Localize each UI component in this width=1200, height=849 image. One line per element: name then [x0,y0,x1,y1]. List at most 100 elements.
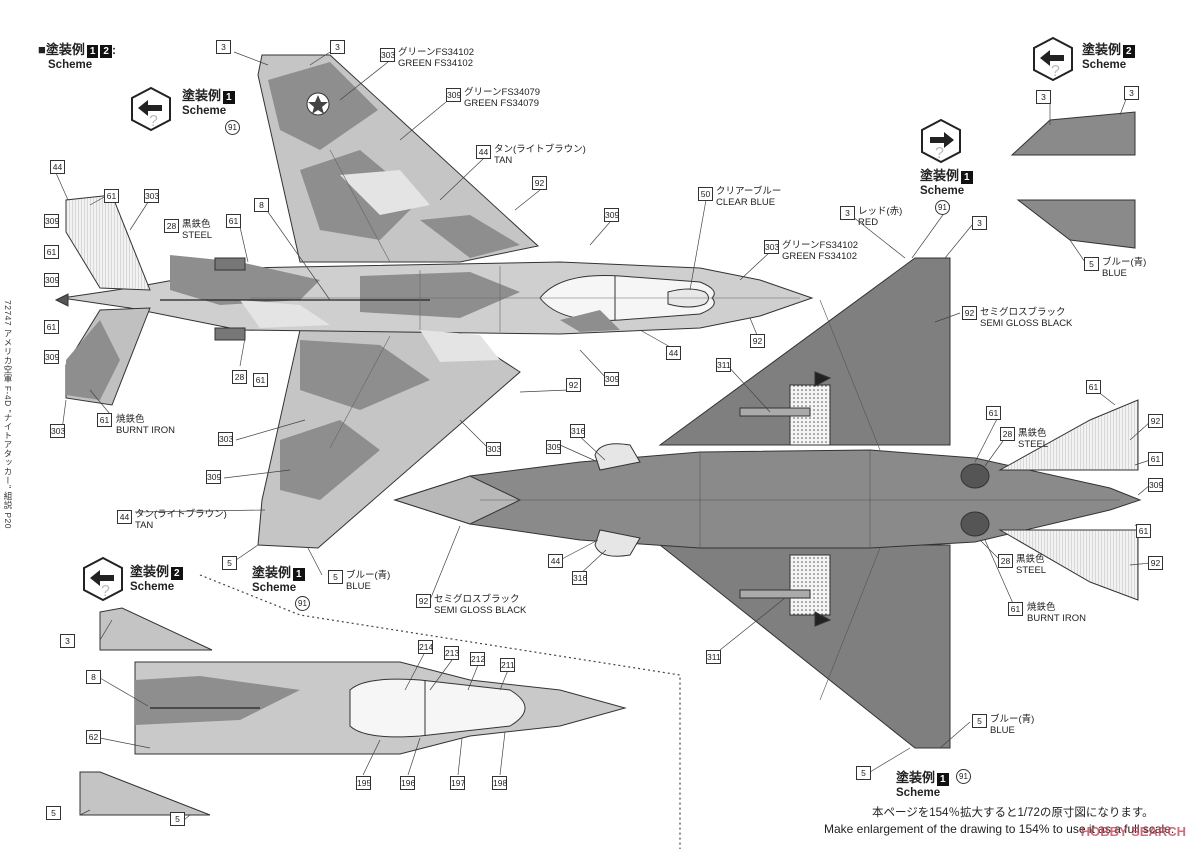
paint-number: 44 [476,145,491,159]
scheme-jp: 塗装例 [130,564,170,579]
part-number: 92 [1148,556,1163,570]
scheme-number: 1 [961,171,973,184]
paint-jp: グリーンFS34079 [464,87,541,98]
paint-jp: ブルー(青) [346,570,391,581]
paint-en: STEEL [182,230,213,241]
paint-number: 5 [328,570,343,584]
part-number: 92 [566,378,581,392]
part-number: 309 [206,470,222,484]
part-number: 92 [1148,414,1163,428]
paint-label: タン(ライトブラウン)TAN [494,144,586,166]
paint-jp: グリーンFS34102 [398,47,475,58]
part-number: 61 [1148,452,1163,466]
watermark: HOBBY SEARCH [1080,824,1186,839]
part-number: 3 [972,216,987,230]
part-number: 28 [232,370,247,384]
paint-label: ブルー(青)BLUE [990,714,1034,736]
leader-lines [55,51,1151,821]
top-view-aircraft [54,54,814,549]
scheme-jp: 塗装例 [1082,42,1122,57]
paint-en: STEEL [1016,565,1047,576]
svg-text:?: ? [149,113,158,130]
part-number: 92 [750,334,765,348]
part-number: 303 [50,424,66,438]
part-number: 303 [218,432,234,446]
scheme-number: 1 [293,568,305,581]
paint-en: BLUE [346,581,371,592]
svg-text:?: ? [935,145,944,162]
ref-circle: 91 [935,200,950,215]
paint-number: 28 [1000,427,1015,441]
scheme-badge-2: 2 [100,45,112,58]
part-number: 309 [44,214,60,228]
part-number: 197 [450,776,466,790]
paint-en: BURNT IRON [116,425,175,436]
footer-note-en: Make enlargement of the drawing to 154% … [824,822,1175,836]
part-number: 309 [604,372,620,386]
paint-jp: タン(ライトブラウン) [494,144,586,155]
paint-number: 92 [416,594,431,608]
part-number: 212 [470,652,486,666]
part-number: 213 [444,646,460,660]
paint-jp: グリーンFS34102 [782,240,859,251]
paint-number: 303 [764,240,780,254]
header-title-jp: ■塗装例 [38,42,85,57]
scheme-number: 1 [937,773,949,786]
paint-label: タン(ライトブラウン)TAN [135,509,227,531]
scheme-number: 2 [1123,45,1135,58]
side-caption: 72747 アメリカ空軍 F-4D "ナイトアタッカー" 組説 P20 [3,300,13,529]
scheme-en: Scheme [920,185,965,197]
paint-jp: ブルー(青) [990,714,1035,725]
header-title-en: Scheme [48,59,93,71]
part-number: 92 [532,176,547,190]
scheme-en: Scheme [130,581,175,593]
part-number: 8 [86,670,101,684]
paint-jp: 黒鉄色 [1018,428,1047,439]
paint-en: SEMI GLOSS BLACK [980,318,1073,329]
scheme-jp: 塗装例 [920,168,960,183]
scheme-badge-1: 1 [86,45,99,58]
part-number: 309 [44,350,60,364]
paint-number: 50 [698,187,713,201]
part-number: 5 [856,766,871,780]
paint-label: レッド(赤)RED [858,206,902,228]
paint-en: GREEN FS34102 [782,251,857,262]
paint-number: 44 [117,510,132,524]
part-number: 3 [216,40,231,54]
paint-jp: 黒鉄色 [182,219,211,230]
paint-label: ブルー(青)BLUE [346,570,390,592]
paint-en: GREEN FS34079 [464,98,539,109]
part-number: 309 [44,273,60,287]
scheme-number: 2 [171,567,183,580]
scheme-number: 1 [223,91,235,104]
paint-jp: タン(ライトブラウン) [135,509,227,520]
under-stab-upper [998,399,1139,471]
part-number: 61 [44,245,59,259]
part-number: 303 [144,189,160,203]
paint-label: ブルー(青)BLUE [1102,257,1146,279]
svg-text:?: ? [101,583,110,600]
under-stab-lower [998,529,1139,601]
direction-hex-icon: ? [83,556,123,602]
header-suffix: : [111,43,116,57]
paint-number: 28 [998,554,1013,568]
scheme-jp: 塗装例 [182,88,222,103]
svg-text:?: ? [1051,63,1060,80]
scheme2-inset [79,607,627,816]
part-number: 311 [706,650,721,664]
part-number: 195 [356,776,372,790]
ref-circle: 91 [956,769,971,784]
part-number: 3 [1124,86,1139,100]
part-number: 309 [604,208,620,222]
part-number: 5 [170,812,185,826]
